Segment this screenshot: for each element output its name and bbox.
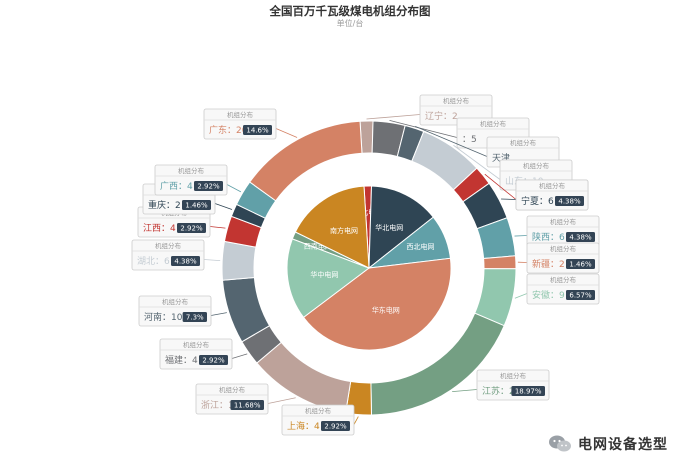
slice-label-header: 机组分布	[523, 161, 550, 170]
slice-label-percent: 4.38%	[174, 258, 197, 266]
leader-line	[452, 389, 478, 393]
slice-label-value: 新疆：2	[532, 258, 565, 270]
watermark: 电网设备选型	[548, 432, 668, 456]
leader-line	[514, 235, 528, 237]
inner-slice[interactable]	[302, 257, 452, 351]
slice-label-header: 机组分布	[178, 166, 205, 175]
slice-label-value: 天津	[492, 153, 510, 164]
slice-label-value: 宁夏：6	[521, 195, 554, 207]
inner-slice-label: 华东电网	[372, 305, 400, 314]
slice-label-percent: 2.92%	[197, 183, 220, 191]
slice-label-percent: 11.68%	[234, 402, 261, 410]
inner-slice-label: 华中电网	[310, 270, 338, 279]
slice-label-header: 机组分布	[227, 110, 254, 119]
slice-label-percent: 6.57%	[569, 292, 592, 300]
slice-label-percent: 7.3%	[186, 314, 204, 322]
wechat-icon	[549, 435, 571, 452]
slice-label-value: 广东：20	[209, 124, 248, 136]
slice-label-percent: 4.38%	[569, 234, 592, 242]
leader-line	[226, 184, 242, 193]
slice-label-value: 上海：4	[287, 420, 320, 432]
inner-slice[interactable]	[286, 238, 371, 319]
slice-label-percent: 1.46%	[185, 202, 208, 210]
slice-label-value: 江西：4	[143, 223, 176, 234]
chart-subtitle: 单位/台	[336, 19, 364, 28]
inner-slice-label: 东北电网	[354, 208, 382, 217]
slice-label-percent: 18.97%	[515, 388, 542, 396]
slice-label-value: 广西：4	[160, 180, 193, 192]
slice-label-header: 机组分布	[480, 119, 507, 128]
slice-label-value: 湖北：6	[137, 256, 170, 267]
leader-line	[209, 226, 226, 229]
slice-label-header: 机组分布	[539, 181, 566, 190]
leader-line	[231, 353, 248, 359]
slice-label-percent: 2.92%	[202, 357, 225, 365]
leader-line	[214, 203, 233, 210]
slice-label-value: 江苏：26	[482, 385, 521, 397]
outer-slice[interactable]	[483, 255, 517, 270]
inner-slice-label: 西南电网	[304, 241, 332, 250]
slice-label-value: 福建：4	[165, 354, 198, 366]
slice-label-value: 辽宁：2	[425, 110, 458, 122]
slice-label-value: ：5	[462, 135, 477, 145]
watermark-text: 电网设备选型	[578, 437, 668, 453]
slice-label-header: 机组分布	[155, 241, 182, 250]
slice-label-header: 机组分布	[443, 96, 470, 105]
inner-slice[interactable]	[368, 185, 435, 270]
inner-slice-label: 西北电网	[406, 242, 434, 251]
slice-label-percent: 2.92%	[180, 225, 203, 233]
slice-label-header: 机组分布	[550, 244, 577, 253]
slice-label-percent: 4.38%	[558, 198, 581, 206]
leader-line	[275, 128, 298, 138]
leader-line	[415, 125, 488, 157]
slice-label-percent: 14.6%	[246, 127, 269, 135]
slice-label-header: 机组分布	[510, 138, 537, 147]
leader-line	[353, 416, 359, 425]
leader-line	[210, 312, 227, 316]
outer-slice[interactable]	[221, 240, 257, 281]
leader-line	[203, 259, 221, 262]
slice-label-header: 机组分布	[550, 275, 577, 284]
slice-label-value: 安徽：9	[532, 289, 565, 301]
slice-label-value: 河南：10	[144, 311, 183, 323]
slice-label-percent: 1.46%	[569, 261, 592, 269]
inner-slice-label: 南方电网	[330, 226, 358, 235]
leader-line	[267, 397, 296, 404]
slice-label-header: 机组分布	[305, 406, 332, 415]
slice-label-header: 机组分布	[183, 340, 210, 349]
slice-label-header: 机组分布	[219, 385, 246, 394]
slice-label-percent: 2.92%	[324, 423, 347, 431]
slice-label-header: 机组分布	[162, 297, 189, 306]
slice-label-value: 浙江：16	[201, 399, 240, 411]
outer-slice[interactable]	[249, 120, 363, 202]
leader-line	[453, 144, 501, 180]
slice-label-header: 机组分布	[550, 217, 577, 226]
leader-line	[389, 120, 458, 138]
leader-line	[484, 173, 517, 200]
slice-label-header: 机组分布	[500, 371, 527, 380]
leader-line	[366, 114, 421, 120]
chart-title: 全国百万千瓦级煤电机组分布图	[269, 4, 431, 18]
inner-slice[interactable]	[294, 185, 370, 269]
leader-line	[514, 293, 528, 299]
slice-label-value: 重庆：2	[148, 199, 181, 211]
inner-slice-label: 华北电网	[375, 223, 403, 232]
slice-label-value: 陕西：6	[532, 231, 565, 243]
